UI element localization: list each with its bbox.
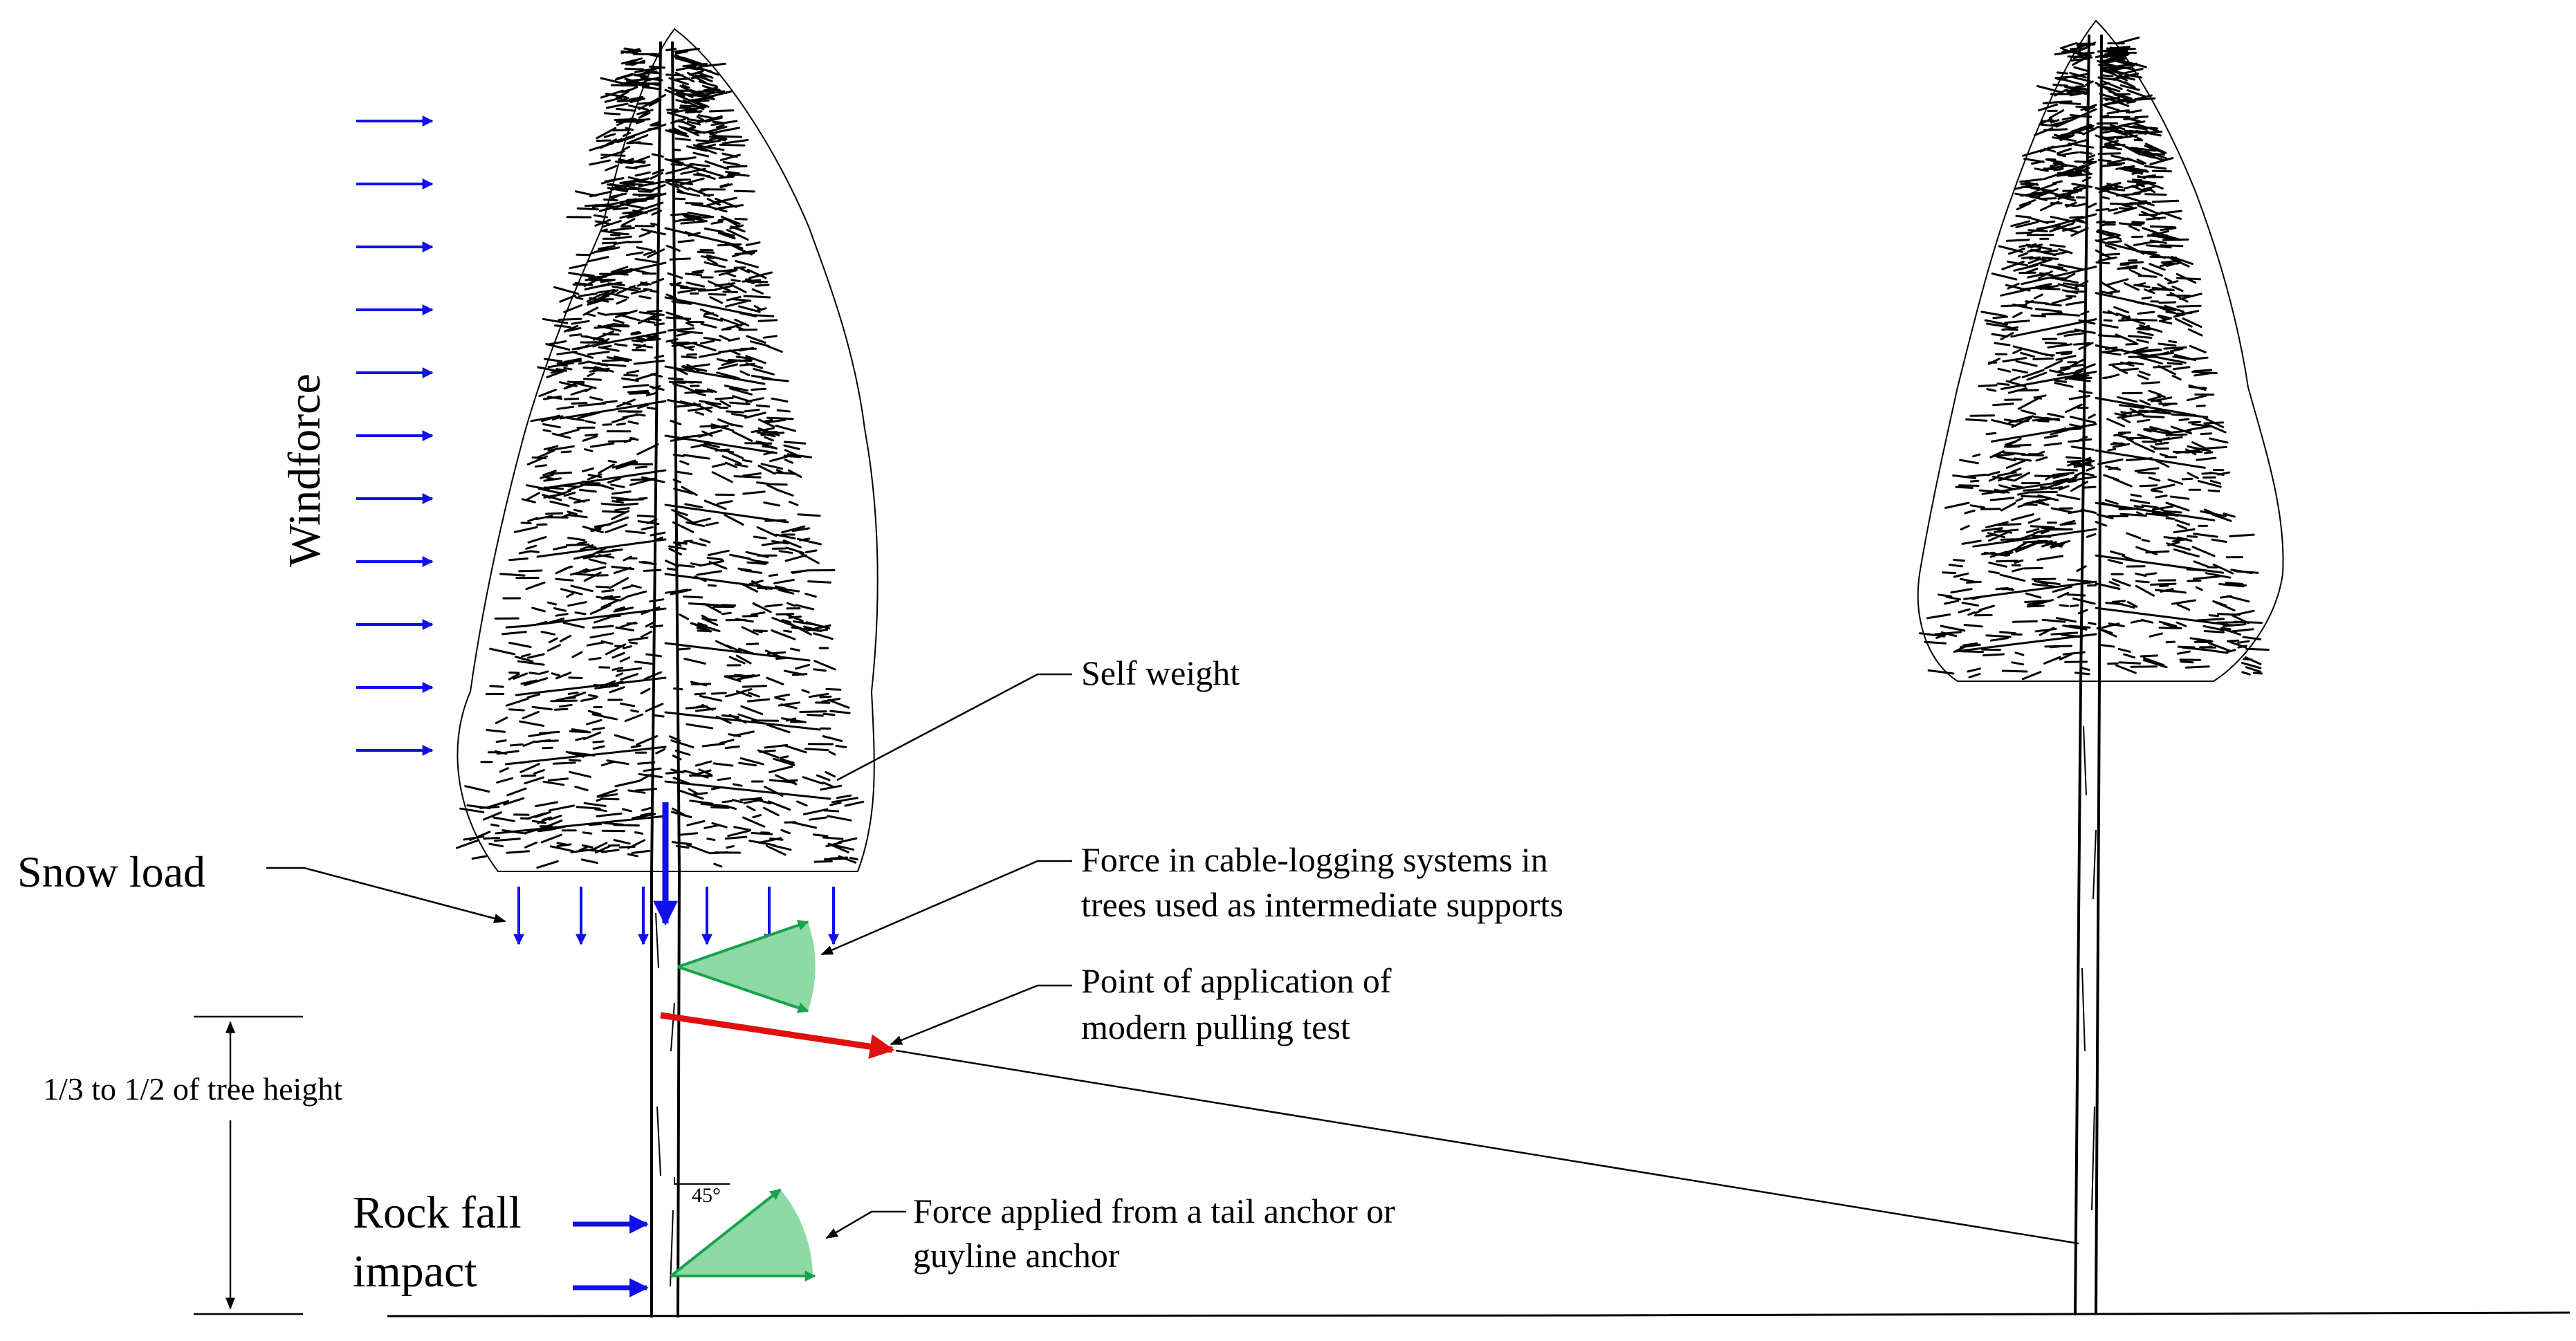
- self-weight-label: Self weight: [1081, 654, 1240, 692]
- pulling-test-label-line2: modern pulling test: [1081, 1008, 1350, 1046]
- wind-arrows: [356, 115, 434, 756]
- rock-fall-label-line1: Rock fall: [353, 1187, 522, 1238]
- cable-force-sector: [677, 920, 816, 1013]
- foliage-strokes: [1919, 36, 2270, 681]
- angle-label: 45°: [692, 1184, 721, 1207]
- pulling-test-leader: [890, 984, 1072, 1046]
- rock-fall-label-line2: impact: [353, 1246, 477, 1297]
- snow-load-leader: [266, 867, 506, 923]
- anchor-force-sector: [670, 1188, 816, 1282]
- pulling-test-label-line1: Point of application of: [1081, 961, 1392, 1000]
- windforce-label: Windforce: [279, 373, 330, 567]
- ground-line: [387, 1311, 2570, 1317]
- anchor-force-label-line1: Force applied from a tail anchor or: [913, 1192, 1395, 1230]
- left-tree-icon: [456, 28, 878, 1318]
- self-weight-leader: [836, 673, 1072, 782]
- height-range-label: 1/3 to 1/2 of tree height: [43, 1071, 342, 1107]
- cable-force-label-line2: trees used as intermediate supports: [1081, 885, 1563, 924]
- right-tree-icon: [1917, 19, 2284, 1315]
- cable-force-label-line1: Force in cable-logging systems in: [1081, 840, 1548, 879]
- cable-force-leader: [820, 860, 1072, 956]
- rock-fall-arrows: [573, 1214, 649, 1297]
- right-tree-trunk: [2074, 34, 2103, 1315]
- anchor-force-leader: [825, 1210, 906, 1239]
- pulling-test-arrow: [660, 1012, 895, 1060]
- pulling-rope: [895, 1049, 2079, 1245]
- angle-bracket: [674, 1177, 730, 1185]
- height-dimension: [194, 1015, 303, 1315]
- snow-load-label: Snow load: [17, 847, 205, 896]
- anchor-force-label-line2: guyline anchor: [913, 1236, 1120, 1275]
- snow-load-arrows: [513, 887, 839, 945]
- left-tree-trunk: [650, 41, 681, 1318]
